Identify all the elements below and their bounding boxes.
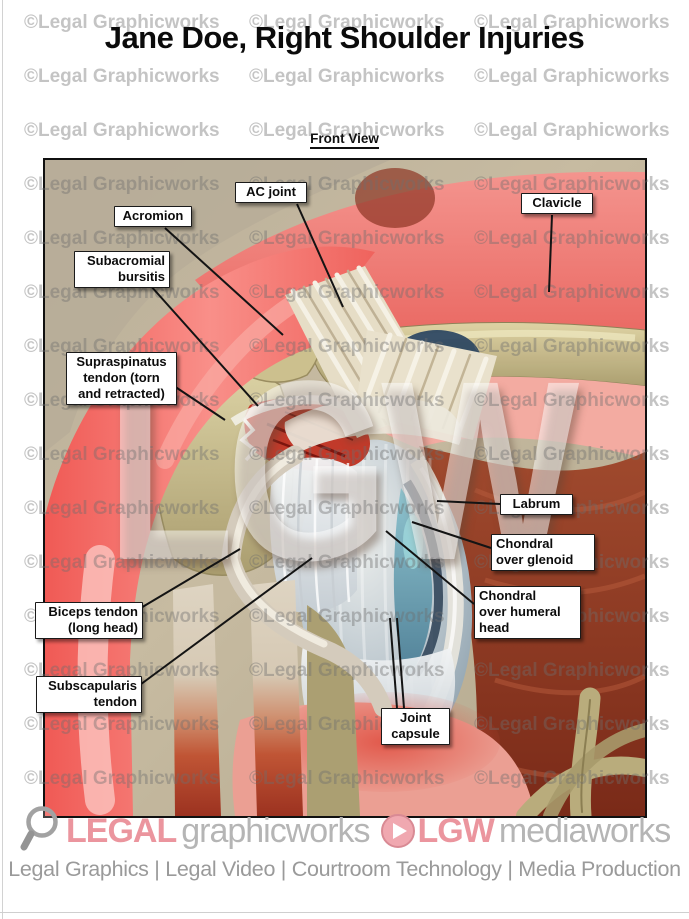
footer-tagline: Legal Graphics | Legal Video | Courtroom… — [8, 857, 681, 881]
shoulder-illustration — [43, 158, 647, 818]
page-title: Jane Doe, Right Shoulder Injuries — [104, 20, 585, 55]
brand-mediaworks: mediaworks — [498, 811, 671, 850]
biceps-muscle-highlight — [77, 545, 115, 815]
copyright-watermark: ©Legal Graphicworks — [474, 66, 670, 87]
brand-lgw: LGW — [417, 811, 495, 850]
copyright-watermark: ©Legal Graphicworks — [24, 66, 220, 87]
view-label: Front View — [310, 131, 379, 149]
frayed-tendon-stump — [239, 416, 258, 462]
cartilage-highlight — [403, 515, 423, 569]
footer-brand-row: LEGAL graphicworks LGW mediaworks — [20, 806, 671, 856]
copyright-watermark: ©Legal Graphicworks — [249, 66, 445, 87]
play-icon — [380, 814, 415, 848]
upper-fascia-shading — [45, 160, 390, 452]
scapula-border-bones — [516, 687, 645, 816]
magnifier-icon — [20, 806, 58, 851]
brand-legal: LEGAL — [66, 811, 177, 850]
brand-graphicworks: graphicworks — [181, 811, 370, 850]
page-edge-bottom — [0, 912, 689, 913]
shoulder-artwork — [45, 160, 645, 816]
deep-shadow — [355, 168, 435, 228]
page-edge-left — [2, 0, 3, 919]
biceps-muscle-strip — [173, 584, 221, 816]
rotator-cuff-cap — [284, 396, 462, 452]
view-label-wrap: Front View — [0, 130, 689, 149]
